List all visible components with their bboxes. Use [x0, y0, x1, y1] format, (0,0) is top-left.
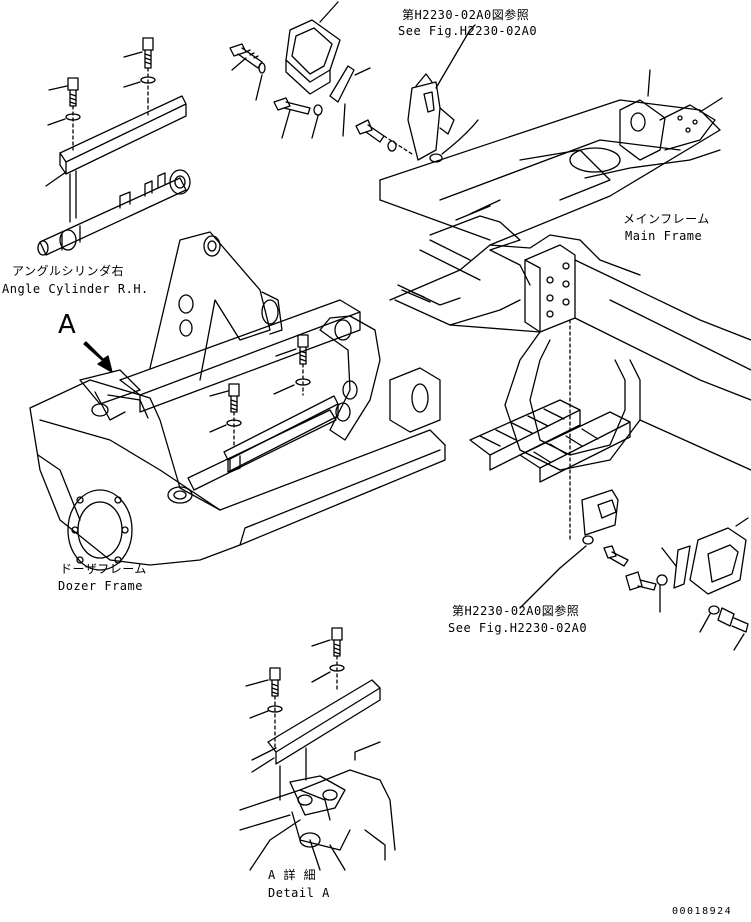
main-frame-label-en: Main Frame [625, 229, 703, 243]
view-arrow-a [83, 341, 113, 373]
main-frame-label-jp: メインフレーム [623, 212, 710, 226]
angle-cylinder-label-jp: アングルシリンダ右 [12, 264, 125, 278]
angle-cylinder [37, 169, 191, 256]
bottom-right-bracket-bolts [519, 489, 749, 651]
detail-a-drawing [239, 627, 396, 871]
detail-a-label-jp: A 詳 細 [268, 868, 317, 882]
main-frame [379, 69, 751, 541]
dozer-frame [29, 231, 446, 571]
dozer-frame-label-jp: ドーザフレーム [60, 562, 147, 576]
ref-label-bottom-en: See Fig.H2230-02A0 [448, 621, 588, 635]
view-a-label: A [58, 310, 76, 340]
ref-label-top-jp: 第H2230-02A0図参照 [402, 8, 530, 22]
middle-bolts-bar [209, 334, 339, 473]
detail-a-label-en: Detail A [268, 886, 330, 900]
ref-label-bottom-jp: 第H2230-02A0図参照 [452, 604, 580, 618]
dozer-frame-label-en: Dozer Frame [58, 579, 143, 593]
ref-label-top-en: See Fig.H2230-02A0 [398, 24, 538, 38]
drawing-number: 00018924 [672, 906, 733, 917]
top-left-bolts-bracket [45, 37, 187, 223]
angle-cylinder-label-en: Angle Cylinder R.H. [2, 282, 149, 296]
